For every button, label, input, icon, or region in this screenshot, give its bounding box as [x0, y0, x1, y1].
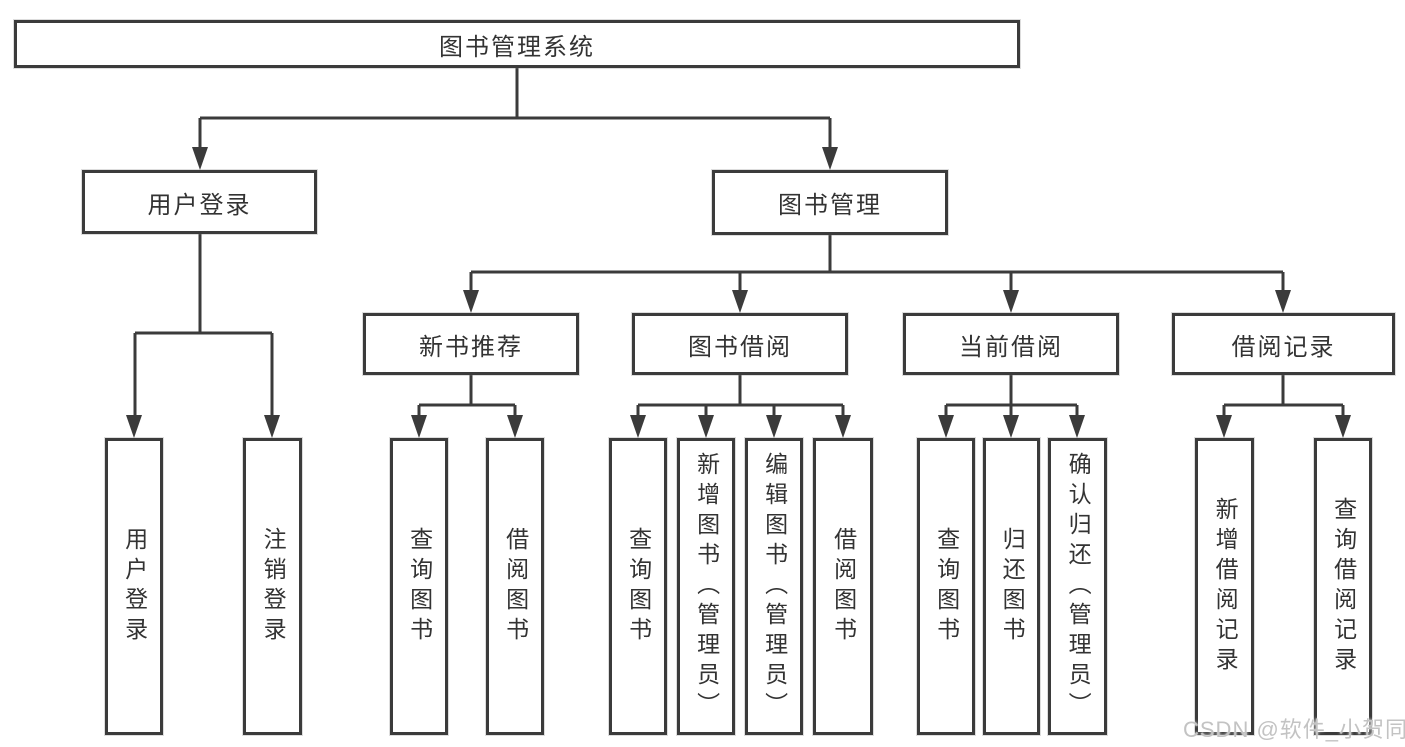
leaf-confirm-return-admin-label: 确认归还（管理员） — [1065, 451, 1092, 722]
node-current-borrowing-label: 当前借阅 — [959, 333, 1063, 361]
leaf-borrow-book-b-label: 借阅图书 — [830, 526, 857, 647]
leaf-query-book-c-label: 查询图书 — [933, 526, 960, 647]
csdn-watermark: CSDN @软件_小贺同学 — [1183, 717, 1405, 742]
leaf-query-book-a-label: 查询图书 — [406, 526, 433, 647]
leaf-borrow-book-a-label: 借阅图书 — [502, 526, 529, 647]
node-borrowing-records-label: 借阅记录 — [1231, 333, 1336, 361]
node-new-book-recommendation: 新书推荐 — [363, 313, 579, 375]
node-borrowing-records: 借阅记录 — [1172, 313, 1395, 375]
leaf-user-login: 用户登录 — [105, 438, 163, 735]
leaf-logout: 注销登录 — [243, 438, 302, 735]
leaf-add-borrow-record-label: 新增借阅记录 — [1212, 496, 1239, 677]
leaf-return-book-label: 归还图书 — [999, 526, 1026, 647]
node-book-borrowing-label: 图书借阅 — [688, 333, 792, 361]
leaf-add-book-admin: 新增图书（管理员） — [677, 438, 735, 735]
leaf-query-book-a: 查询图书 — [390, 438, 448, 735]
leaf-return-book: 归还图书 — [983, 438, 1040, 735]
leaf-logout-label: 注销登录 — [260, 526, 287, 647]
node-user-login: 用户登录 — [82, 170, 317, 234]
leaf-borrow-book-b: 借阅图书 — [813, 438, 873, 735]
node-book-management: 图书管理 — [712, 170, 948, 235]
leaf-edit-book-admin-label: 编辑图书（管理员） — [761, 451, 788, 722]
leaf-edit-book-admin: 编辑图书（管理员） — [745, 438, 803, 735]
leaf-add-book-admin-label: 新增图书（管理员） — [693, 451, 720, 722]
node-root: 图书管理系统 — [14, 20, 1020, 68]
leaf-query-book-c: 查询图书 — [917, 438, 975, 735]
leaf-query-borrow-record: 查询借阅记录 — [1314, 438, 1372, 735]
node-book-management-label: 图书管理 — [778, 192, 882, 219]
leaf-borrow-book-a: 借阅图书 — [486, 438, 544, 735]
leaf-query-book-b: 查询图书 — [609, 438, 667, 735]
leaf-query-borrow-record-label: 查询借阅记录 — [1330, 496, 1357, 677]
node-current-borrowing: 当前借阅 — [903, 313, 1119, 375]
leaf-user-login-label: 用户登录 — [121, 526, 148, 647]
leaf-query-book-b-label: 查询图书 — [625, 526, 652, 647]
node-new-book-recommendation-label: 新书推荐 — [419, 333, 523, 361]
node-book-borrowing: 图书借阅 — [632, 313, 848, 375]
node-user-login-label: 用户登录 — [147, 191, 252, 219]
leaf-confirm-return-admin: 确认归还（管理员） — [1048, 438, 1107, 735]
node-root-label: 图书管理系统 — [439, 33, 595, 61]
leaf-add-borrow-record: 新增借阅记录 — [1195, 438, 1254, 735]
